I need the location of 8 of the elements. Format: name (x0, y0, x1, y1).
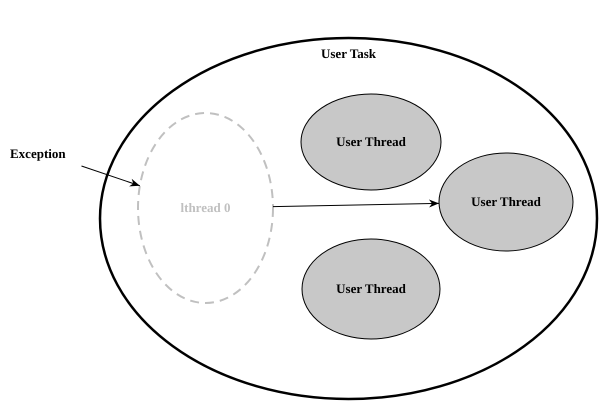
thread-label: User Thread (336, 281, 406, 297)
arrow (80, 166, 140, 186)
thread-label: lthread 0 (180, 200, 230, 216)
task-title: User Task (320, 46, 376, 62)
exception-label: Exception (10, 146, 66, 162)
arrow (272, 200, 440, 208)
thread-label: User Thread (336, 134, 406, 150)
thread-label: User Thread (471, 194, 541, 210)
